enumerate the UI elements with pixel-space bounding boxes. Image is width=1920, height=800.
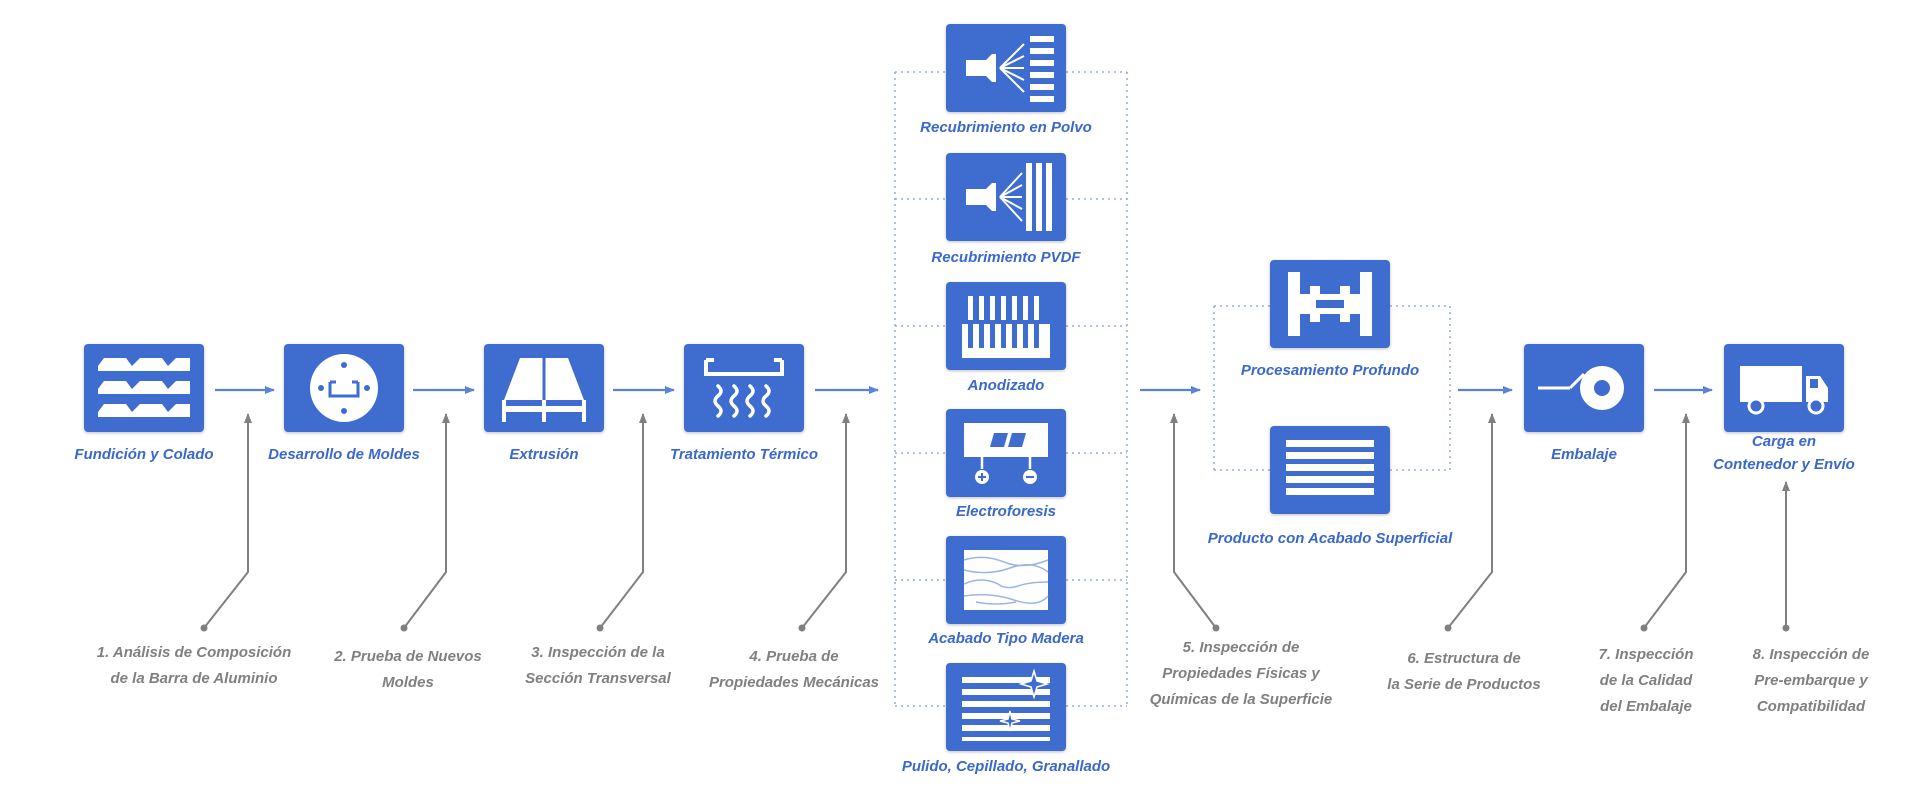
wood-grain-label: Acabado Tipo Madera [928, 630, 1084, 647]
finished-profiles-icon [1286, 440, 1374, 495]
heat-treatment-icon [704, 358, 784, 418]
inspection-3: 3. Inspección de la Sección Transversal [525, 644, 671, 687]
wrapping-roll-icon [1538, 366, 1624, 410]
molds-label: Desarrollo de Moldes [268, 446, 420, 463]
electrophoresis-label: Electroforesis [955, 503, 1057, 520]
polished-surface-icon [962, 668, 1050, 741]
molds-box [284, 344, 404, 432]
truck-icon [1740, 366, 1828, 415]
deep-processing-box [1270, 260, 1390, 348]
inspection-leaders [200, 413, 1790, 632]
machining-icon [1288, 272, 1372, 336]
mold-die-icon [310, 354, 378, 422]
electrophoresis-box [946, 409, 1066, 497]
shipping-box [1724, 344, 1844, 432]
pvdf-coating-label: Recubrimiento PVDF [931, 249, 1081, 266]
packing-box [1524, 344, 1644, 432]
powder-coating-box [946, 24, 1066, 112]
extrusion-label: Extrusión [509, 446, 579, 463]
packing-label: Embalaje [1551, 446, 1617, 463]
deep-processing-label: Procesamiento Profundo [1240, 362, 1420, 379]
pvdf-coating-box [946, 153, 1066, 241]
finished-product-box [1270, 426, 1390, 514]
inspection-1: 1. Análisis de Composición de la Barra d… [96, 644, 292, 687]
casting-box [84, 344, 204, 432]
extrusion-box [484, 344, 604, 432]
polished-label: Pulido, Cepillado, Granallado [901, 758, 1111, 775]
heat-box [684, 344, 804, 432]
shipping-label-line-2: Contenedor y Envío [1713, 456, 1855, 473]
polished-box [946, 663, 1066, 751]
anodizing-label: Anodizado [967, 377, 1045, 394]
finishes-group-frame [894, 71, 1128, 707]
powder-coating-label: Recubrimiento en Polvo [920, 119, 1092, 136]
shipping-label: Carga en Contenedor y Envío [1684, 430, 1884, 476]
shipping-label-line-1: Carga en [1751, 433, 1817, 450]
inspection-6: 6. Estructura de la Serie de Productos [1387, 650, 1541, 693]
casting-label: Fundición y Colado [74, 446, 214, 463]
finished-product-label: Producto con Acabado Superficial [1207, 530, 1453, 547]
electrophoresis-cell-icon [964, 423, 1048, 484]
products-group-frame [1213, 305, 1451, 471]
wood-grain-box [946, 536, 1066, 624]
inspection-8: 8. Inspección de Pre-embarque y Compatib… [1752, 646, 1870, 715]
inspection-5: 5. Inspección de Propiedades Físicas y Q… [1149, 639, 1333, 708]
wood-grain-icon [963, 550, 1049, 610]
spray-gun-icon [966, 163, 1052, 231]
anodizing-box [946, 282, 1066, 370]
inspection-7: 7. Inspección de la Calidad del Embalaje [1598, 646, 1694, 715]
inspection-4: 4. Prueba de Propiedades Mecánicas [708, 648, 880, 691]
spray-gun-icon [966, 36, 1054, 102]
anodizing-tank-icon [962, 296, 1050, 358]
aluminum-bars-icon [98, 358, 190, 417]
inspection-2: 2. Prueba de Nuevos Moldes [334, 648, 482, 691]
extrusion-profile-icon [502, 358, 586, 422]
heat-label: Tratamiento Térmico [669, 446, 819, 463]
